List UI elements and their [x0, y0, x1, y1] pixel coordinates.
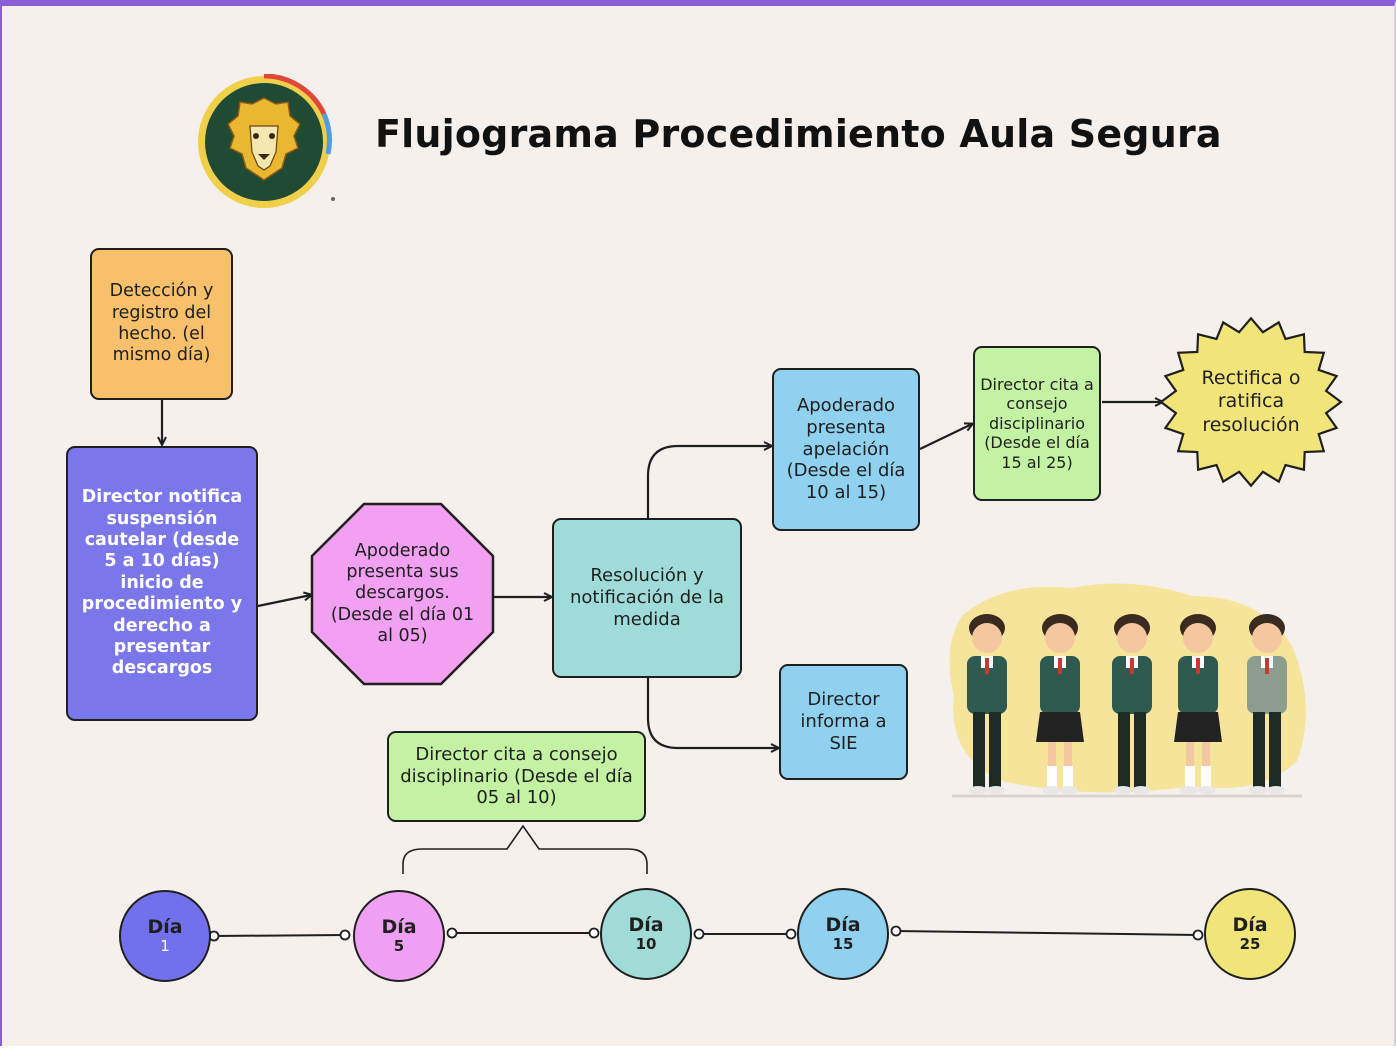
student-figure: [1112, 614, 1152, 794]
node-director-notifica: Director notifica suspensión cautelar (d…: [66, 446, 258, 721]
day-label: Día: [1232, 913, 1268, 936]
node-director-informa: Director informa a SIE: [779, 664, 908, 780]
day-number: 1: [160, 937, 170, 956]
octagon-apoderado-descargos: [310, 502, 495, 686]
node-deteccion: Detección y registro del hecho. (el mism…: [90, 248, 233, 400]
node-resolucion-text: Resolución y notificación de la medida: [569, 565, 725, 630]
node-apoderado-descargos-text: Apoderado presenta sus descargos. (Desde…: [330, 540, 475, 647]
node-rectifica-text: Rectifica o ratifica resolución: [1201, 367, 1301, 436]
node-director-notifica-text: Director notifica suspensión cautelar (d…: [81, 487, 243, 679]
day-label: Día: [628, 913, 664, 936]
day-number: 5: [393, 937, 405, 956]
node-director-cita-15-25-text: Director cita a consejo disciplinario (D…: [980, 374, 1094, 472]
node-deteccion-text: Detección y registro del hecho. (el mism…: [109, 281, 214, 366]
student-figure: [967, 614, 1007, 794]
node-resolucion: Resolución y notificación de la medida: [552, 518, 742, 678]
arrow-director-to-apoderado: [257, 595, 311, 608]
day-number: 15: [832, 935, 854, 954]
flow-connectors: [2, 316, 1343, 942]
arrow-resolucion-to-informa: [646, 678, 778, 748]
starburst-rectifica: [1159, 316, 1343, 488]
node-director-cita-15-25: Director cita a consejo disciplinario (D…: [973, 346, 1101, 501]
student-figure: [1247, 614, 1287, 794]
student-figure: [1036, 614, 1084, 794]
timeline-day-10: Día 10: [600, 888, 692, 980]
arrow-resolucion-to-apelacion: [646, 446, 771, 518]
day-number: 10: [635, 935, 657, 954]
timeline-day-25: Día 25: [1204, 888, 1296, 980]
node-apoderado-apelacion: Apoderado presenta apelación (Desde el d…: [772, 368, 920, 531]
arrow-apelacion-to-consejo: [919, 424, 972, 450]
node-apoderado-descargos: Apoderado presenta sus descargos. (Desde…: [327, 518, 478, 670]
node-director-cita-05-10-text: Director cita a consejo disciplinario (D…: [400, 743, 633, 809]
timeline-day-5: Día 5: [353, 890, 445, 982]
node-director-cita-05-10: Director cita a consejo disciplinario (D…: [387, 731, 646, 822]
timeline-day-1: Día 1: [119, 890, 211, 982]
timeline-day-15: Día 15: [797, 888, 889, 980]
day-number: 25: [1239, 935, 1261, 954]
students-group-illustration: [942, 576, 1312, 806]
decorative-dot: [331, 197, 335, 201]
lion-crest-icon: [196, 73, 332, 210]
page-title: Flujograma Procedimiento Aula Segura: [375, 112, 1222, 156]
day-label: Día: [147, 915, 183, 938]
node-apoderado-apelacion-text: Apoderado presenta apelación (Desde el d…: [786, 394, 906, 504]
node-director-informa-text: Director informa a SIE: [800, 689, 887, 754]
node-rectifica: Rectifica o ratifica resolución: [1178, 351, 1324, 453]
timeline-bracket: [402, 824, 648, 874]
student-figure: [1174, 614, 1222, 794]
day-label: Día: [381, 915, 417, 938]
day-label: Día: [825, 913, 861, 936]
